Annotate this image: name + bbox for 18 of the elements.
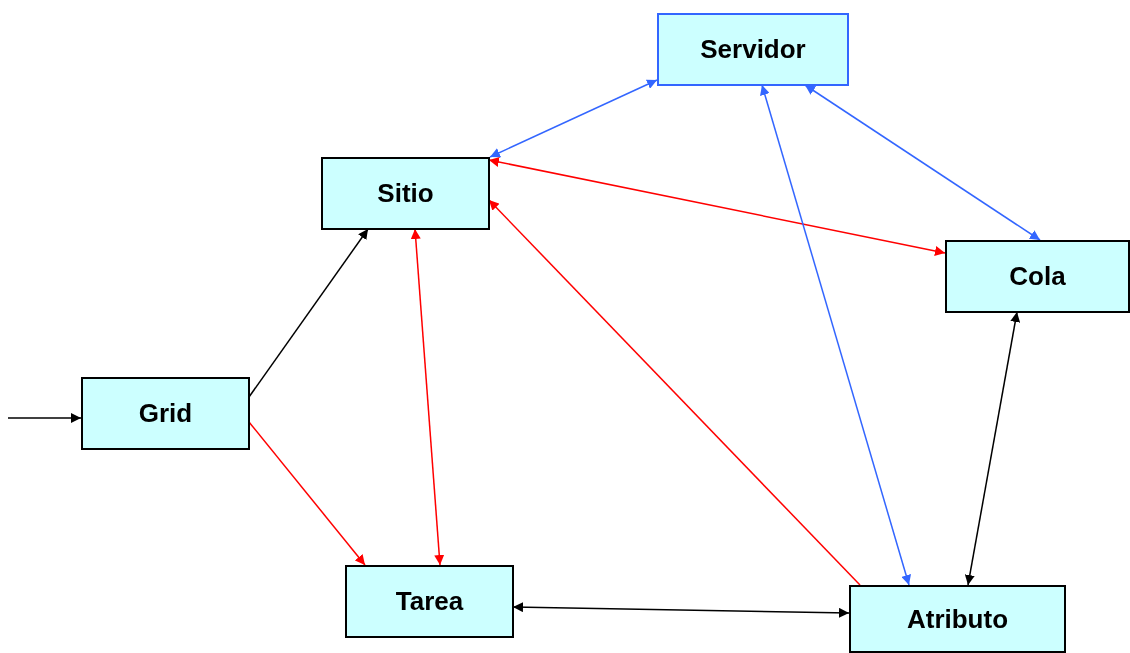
arrow [410, 228, 445, 566]
arrow [489, 79, 658, 158]
entity-box [81, 377, 250, 450]
entity-label: Grid [138, 398, 193, 429]
arrow [964, 311, 1021, 586]
entity-box [849, 585, 1066, 653]
entity-box [657, 13, 849, 86]
entity-label: Tarea [395, 586, 464, 617]
arrow [804, 84, 1041, 241]
entity-label: Atributo [906, 603, 1009, 635]
entity-label: Sitio [377, 178, 434, 209]
entity-label: Cola [1009, 261, 1066, 292]
entity-box [945, 240, 1130, 313]
arrow [7, 413, 82, 423]
arrow [760, 84, 911, 586]
entity-box [345, 565, 514, 638]
entity-label: Servidor [700, 34, 806, 65]
entity-box [321, 157, 490, 230]
